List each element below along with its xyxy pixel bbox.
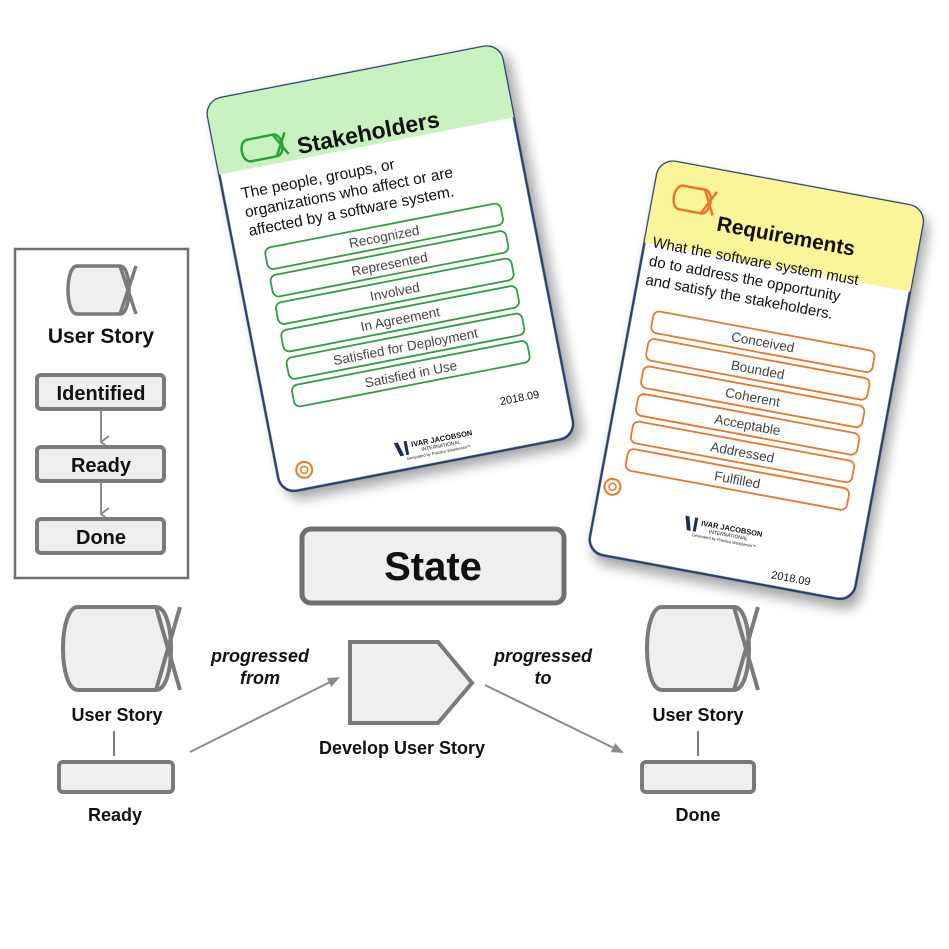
stakeholders-state-box: [275, 257, 515, 325]
left-alpha-label: User Story: [71, 705, 162, 725]
requirements-state-box: [635, 393, 861, 456]
progressed-to-line-2: to: [535, 668, 552, 688]
stakeholders-state-box: [264, 202, 504, 270]
legend-state-ready: [35, 445, 166, 483]
legend-state-ready-label: Ready: [71, 455, 132, 477]
requirements-state-box: [640, 365, 866, 429]
state-title: State: [384, 545, 482, 589]
requirements-practice-icon: [603, 477, 622, 496]
right-alpha-node: User Story Done: [640, 605, 760, 825]
state-title-box: State: [299, 526, 567, 606]
requirements-state-box: [650, 310, 876, 374]
arrow-from-ready: [189, 677, 340, 753]
stakeholders-state-box: [269, 230, 510, 298]
right-alpha-label: User Story: [652, 705, 743, 725]
requirements-state-list: ConceivedBoundedCoherentAcceptableAddres…: [624, 310, 876, 511]
left-alpha-node: User Story Ready: [57, 605, 182, 825]
left-state-box: [57, 760, 175, 794]
stakeholders-alpha-icon: [240, 132, 290, 163]
progressed-to-line-1: progressed: [493, 646, 593, 666]
legend-alpha-icon: [66, 264, 138, 316]
legend-box: User Story Identified Ready Done: [13, 247, 190, 580]
left-alpha-icon: [61, 605, 173, 692]
progressed-from-line-2: from: [240, 668, 280, 688]
requirements-state-box: [624, 448, 850, 511]
stakeholders-card-header: [207, 46, 514, 175]
stakeholders-state-box: [280, 285, 520, 353]
right-state-label: Done: [676, 805, 721, 825]
arrow-to-done: [484, 684, 624, 753]
activity-label: Develop User Story: [319, 738, 485, 758]
legend-state-done-label: Done: [76, 527, 126, 549]
right-alpha-icon: [645, 605, 751, 692]
stakeholders-state-box: [285, 312, 526, 380]
legend-state-identified-label: Identified: [57, 383, 146, 405]
requirements-card: Requirements What the software system mu…: [588, 160, 925, 601]
requirements-state-box: [629, 420, 856, 484]
legend-state-done: [35, 517, 166, 555]
right-state-box: [640, 760, 756, 794]
stakeholders-card: Stakeholders The people, groups, or orga…: [206, 45, 575, 493]
activity-node: Develop User Story: [319, 640, 485, 758]
activity-shape: [348, 640, 475, 725]
requirements-state-box: [645, 338, 871, 401]
requirements-alpha-icon: [672, 184, 718, 216]
stakeholders-practice-icon: [295, 460, 314, 479]
legend-state-identified: [35, 373, 166, 411]
stakeholders-state-box: [291, 340, 531, 408]
progressed-from-line-1: progressed: [210, 646, 310, 666]
legend-alpha-label: User Story: [48, 325, 155, 348]
left-state-label: Ready: [88, 805, 142, 825]
